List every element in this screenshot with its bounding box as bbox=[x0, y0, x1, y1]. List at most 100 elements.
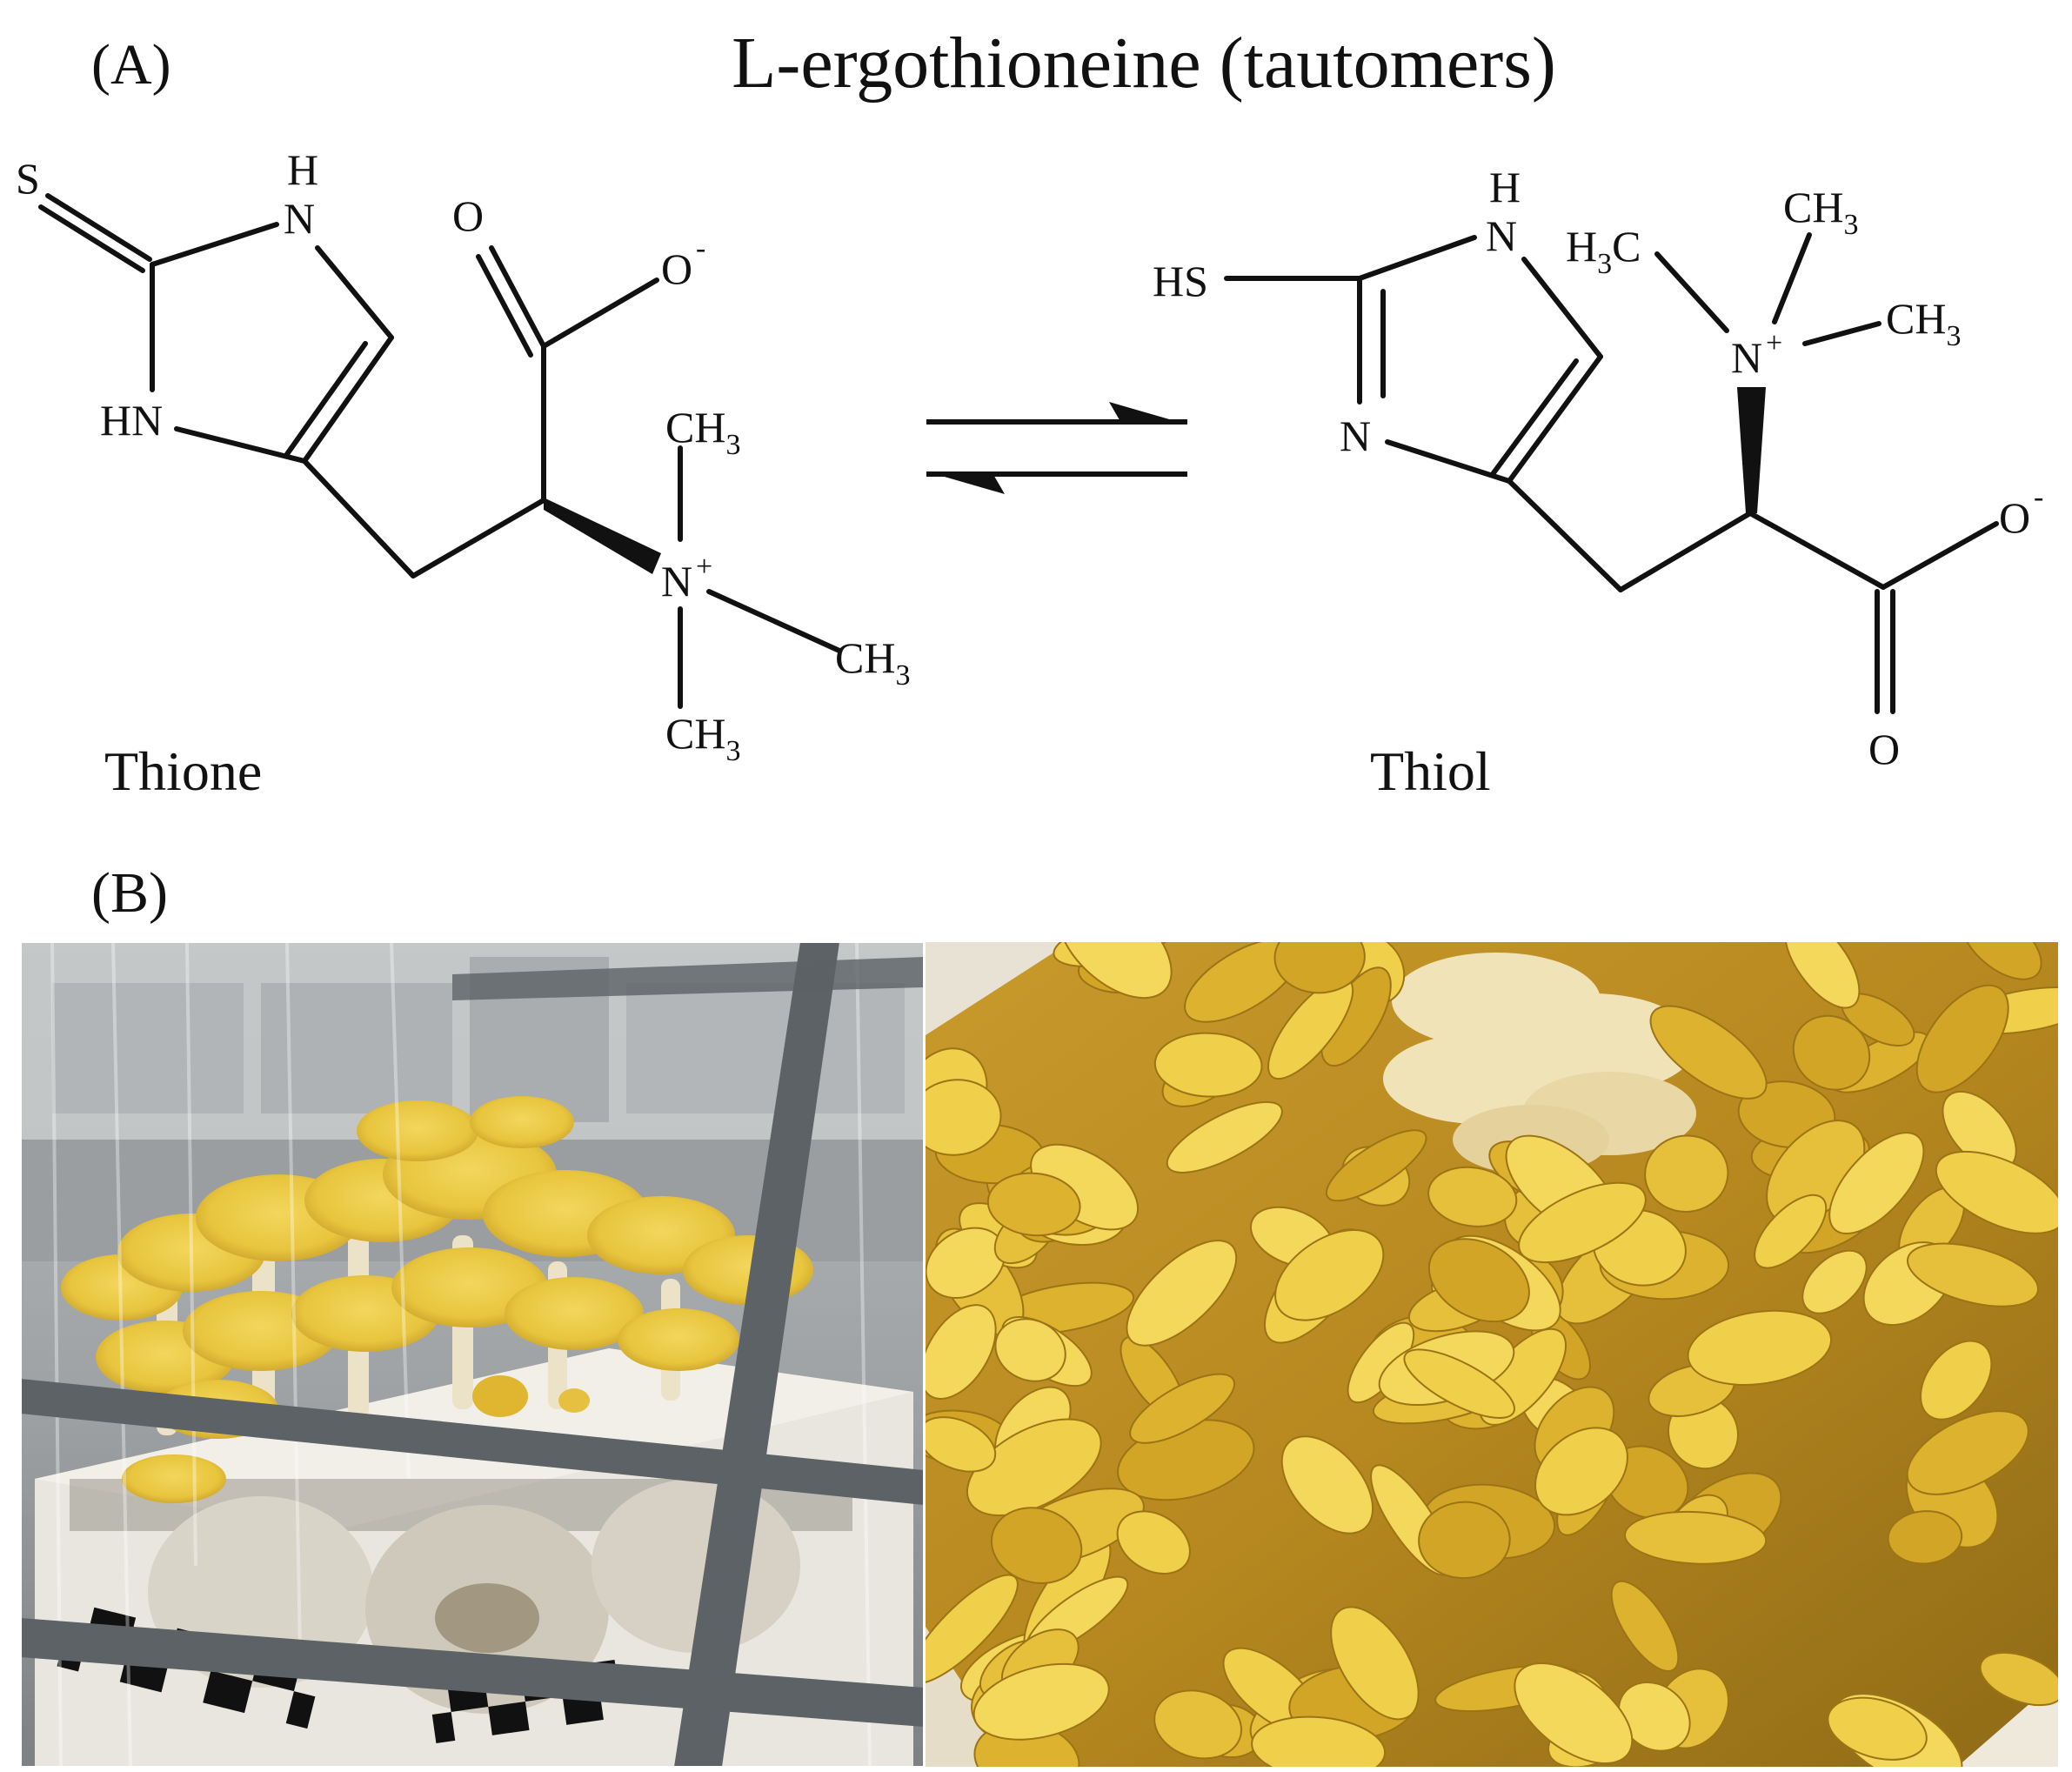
photo-mushroom-closeup bbox=[926, 942, 2058, 1767]
thione-oxide-charge: - bbox=[696, 232, 705, 264]
thione-ch3-bottom: CH3 bbox=[665, 709, 740, 767]
panel-b: (B) ▞▚▞▚▞▚ ▞▚▞▚▞ bbox=[20, 861, 2058, 1768]
thione-c-oxide-bond bbox=[541, 278, 659, 349]
thiol-n-h3c-bond bbox=[1654, 251, 1729, 333]
thiol-calpha-ccooh-bond bbox=[1748, 511, 1886, 590]
mushroom-cap bbox=[1116, 1510, 1191, 1575]
thione-structure: S H N HN O O - N + CH3 CH3 CH3 Thione bbox=[16, 145, 910, 802]
mushroom-cap bbox=[990, 1507, 1083, 1584]
mushroom-cap bbox=[1754, 1194, 1828, 1269]
thiol-atom-oxide-o: O bbox=[1999, 493, 2030, 542]
mushroom-cap bbox=[1274, 1229, 1385, 1321]
mushroom-cap bbox=[1273, 942, 1366, 994]
thiol-wedge-bond bbox=[1737, 387, 1766, 513]
figure-title: L-ergothioneine (tautomers) bbox=[732, 23, 1556, 104]
thiol-h3c: H3C bbox=[1566, 222, 1641, 280]
thiol-atom-n-plus: N bbox=[1731, 333, 1762, 382]
thiol-c-oxide-bond bbox=[1881, 521, 1999, 590]
thiol-n-ch3-top-bond bbox=[1772, 232, 1812, 324]
mushroom-cap bbox=[926, 1416, 997, 1473]
thione-ch3-right: CH3 bbox=[835, 633, 910, 692]
thiol-ch3-top: CH3 bbox=[1783, 183, 1858, 241]
mushroom-cap bbox=[1644, 1134, 1729, 1213]
thiol-c4-n3-bond bbox=[1385, 439, 1512, 484]
thione-cs-double-bond-a bbox=[45, 193, 152, 262]
mushroom-cap bbox=[1610, 1580, 1680, 1673]
thiol-n1-c5-bond bbox=[1521, 257, 1603, 359]
thione-ch3-top: CH3 bbox=[665, 403, 740, 461]
mushroom-cap bbox=[1935, 1150, 2058, 1234]
mushroom-cap bbox=[926, 1079, 1002, 1156]
mushroom-cap bbox=[1251, 1715, 1387, 1767]
yellow-mushroom-caps bbox=[926, 942, 2058, 1767]
thione-atom-carbonyl-o: O bbox=[452, 191, 484, 240]
thiol-n-plus-charge: + bbox=[1766, 327, 1782, 359]
panel-b-label: (B) bbox=[91, 861, 168, 925]
thione-co-double-bond-b bbox=[476, 254, 533, 358]
mushroom-cap bbox=[1801, 1249, 1868, 1314]
mushroom-cap bbox=[1617, 1681, 1691, 1752]
mushroom-cap bbox=[1907, 1242, 2039, 1307]
mushroom-cap bbox=[973, 1662, 1110, 1741]
thione-atom-n-plus: N bbox=[661, 557, 692, 605]
thiol-atom-n3: N bbox=[1340, 411, 1371, 460]
thiol-c5-c4-inner-bond bbox=[1490, 358, 1579, 477]
mushroom-cap bbox=[1153, 1032, 1263, 1098]
panel-a-label: (A) bbox=[91, 33, 171, 97]
mushroom-cap bbox=[1961, 942, 2042, 980]
mushroom-cap bbox=[994, 1318, 1066, 1382]
thiol-ch2-calpha-bond bbox=[1618, 511, 1753, 592]
mushroom-cap bbox=[1828, 1132, 1925, 1235]
thiol-atom-carbonyl-o: O bbox=[1868, 725, 1900, 773]
thione-n-ch3-right-bond bbox=[706, 589, 842, 653]
mushroom-cap bbox=[1418, 1501, 1511, 1580]
thione-atom-s: S bbox=[16, 154, 40, 203]
mushroom-cap bbox=[1325, 1129, 1427, 1202]
thiol-c5-c4-bond bbox=[1507, 354, 1603, 484]
cream-mushroom-cluster bbox=[1383, 953, 1696, 1174]
thiol-structure: HS H N N N + H3C CH3 CH3 O - O Thiol bbox=[1153, 163, 2043, 802]
thione-n-plus-charge: + bbox=[696, 551, 712, 583]
mushroom-cap bbox=[986, 1172, 1081, 1237]
mushroom-cap bbox=[966, 1418, 1102, 1517]
thiol-atom-n1: N bbox=[1486, 211, 1517, 260]
thiol-label: Thiol bbox=[1370, 740, 1491, 802]
mushroom-cap bbox=[1623, 1510, 1768, 1565]
thione-c5-c4-inner-bond bbox=[284, 341, 368, 457]
mushroom-cap bbox=[1784, 942, 1861, 1009]
thiol-c2-n1-bond bbox=[1357, 235, 1477, 281]
reverse-arrow-head bbox=[926, 471, 1005, 494]
thione-c4-n3-bond bbox=[174, 426, 307, 464]
panel-a: (A) L-ergothioneine (tautomers) S bbox=[16, 23, 2043, 802]
mushroom-cap bbox=[1129, 1373, 1236, 1444]
thione-atom-n3h: HN bbox=[100, 396, 163, 445]
thiol-ch3-right: CH3 bbox=[1886, 294, 1961, 352]
thione-n1-c5-bond bbox=[315, 245, 394, 340]
mushroom-cap bbox=[1057, 942, 1173, 1000]
mushroom-cap bbox=[1687, 1309, 1833, 1387]
thione-cs-double-bond-b bbox=[38, 204, 145, 273]
mushroom-cap bbox=[1827, 1696, 1928, 1761]
mushroom-cap bbox=[1534, 1427, 1628, 1516]
mushroom-cap bbox=[1330, 1606, 1420, 1721]
mushroom-cap bbox=[1920, 1340, 1993, 1421]
thione-label: Thione bbox=[104, 740, 262, 802]
thione-co-double-bond-a bbox=[489, 245, 546, 349]
mushroom-cap bbox=[1427, 1238, 1530, 1323]
mushroom-cap bbox=[926, 1304, 997, 1401]
thione-wedge-bond bbox=[544, 498, 661, 574]
thiol-n-ch3-right-bond bbox=[1802, 321, 1882, 346]
mushroom-cap bbox=[1126, 1240, 1238, 1347]
thione-atom-n1-h: H bbox=[287, 145, 318, 194]
mushroom-cap bbox=[1915, 984, 2009, 1093]
mushroom-cap bbox=[1427, 1166, 1518, 1227]
mushroom-cap bbox=[1153, 1689, 1243, 1760]
thiol-c4-ch2-bond bbox=[1507, 478, 1623, 592]
equilibrium-arrows bbox=[926, 402, 1187, 494]
thione-c4-ch2-bond bbox=[302, 458, 416, 578]
thiol-atom-sh: HS bbox=[1153, 257, 1208, 305]
thiol-atom-n1-h: H bbox=[1489, 163, 1521, 211]
mushroom-cap bbox=[1518, 1181, 1647, 1264]
thione-ch2-calpha-bond bbox=[411, 498, 546, 578]
mushroom-cap bbox=[1906, 1410, 2029, 1495]
